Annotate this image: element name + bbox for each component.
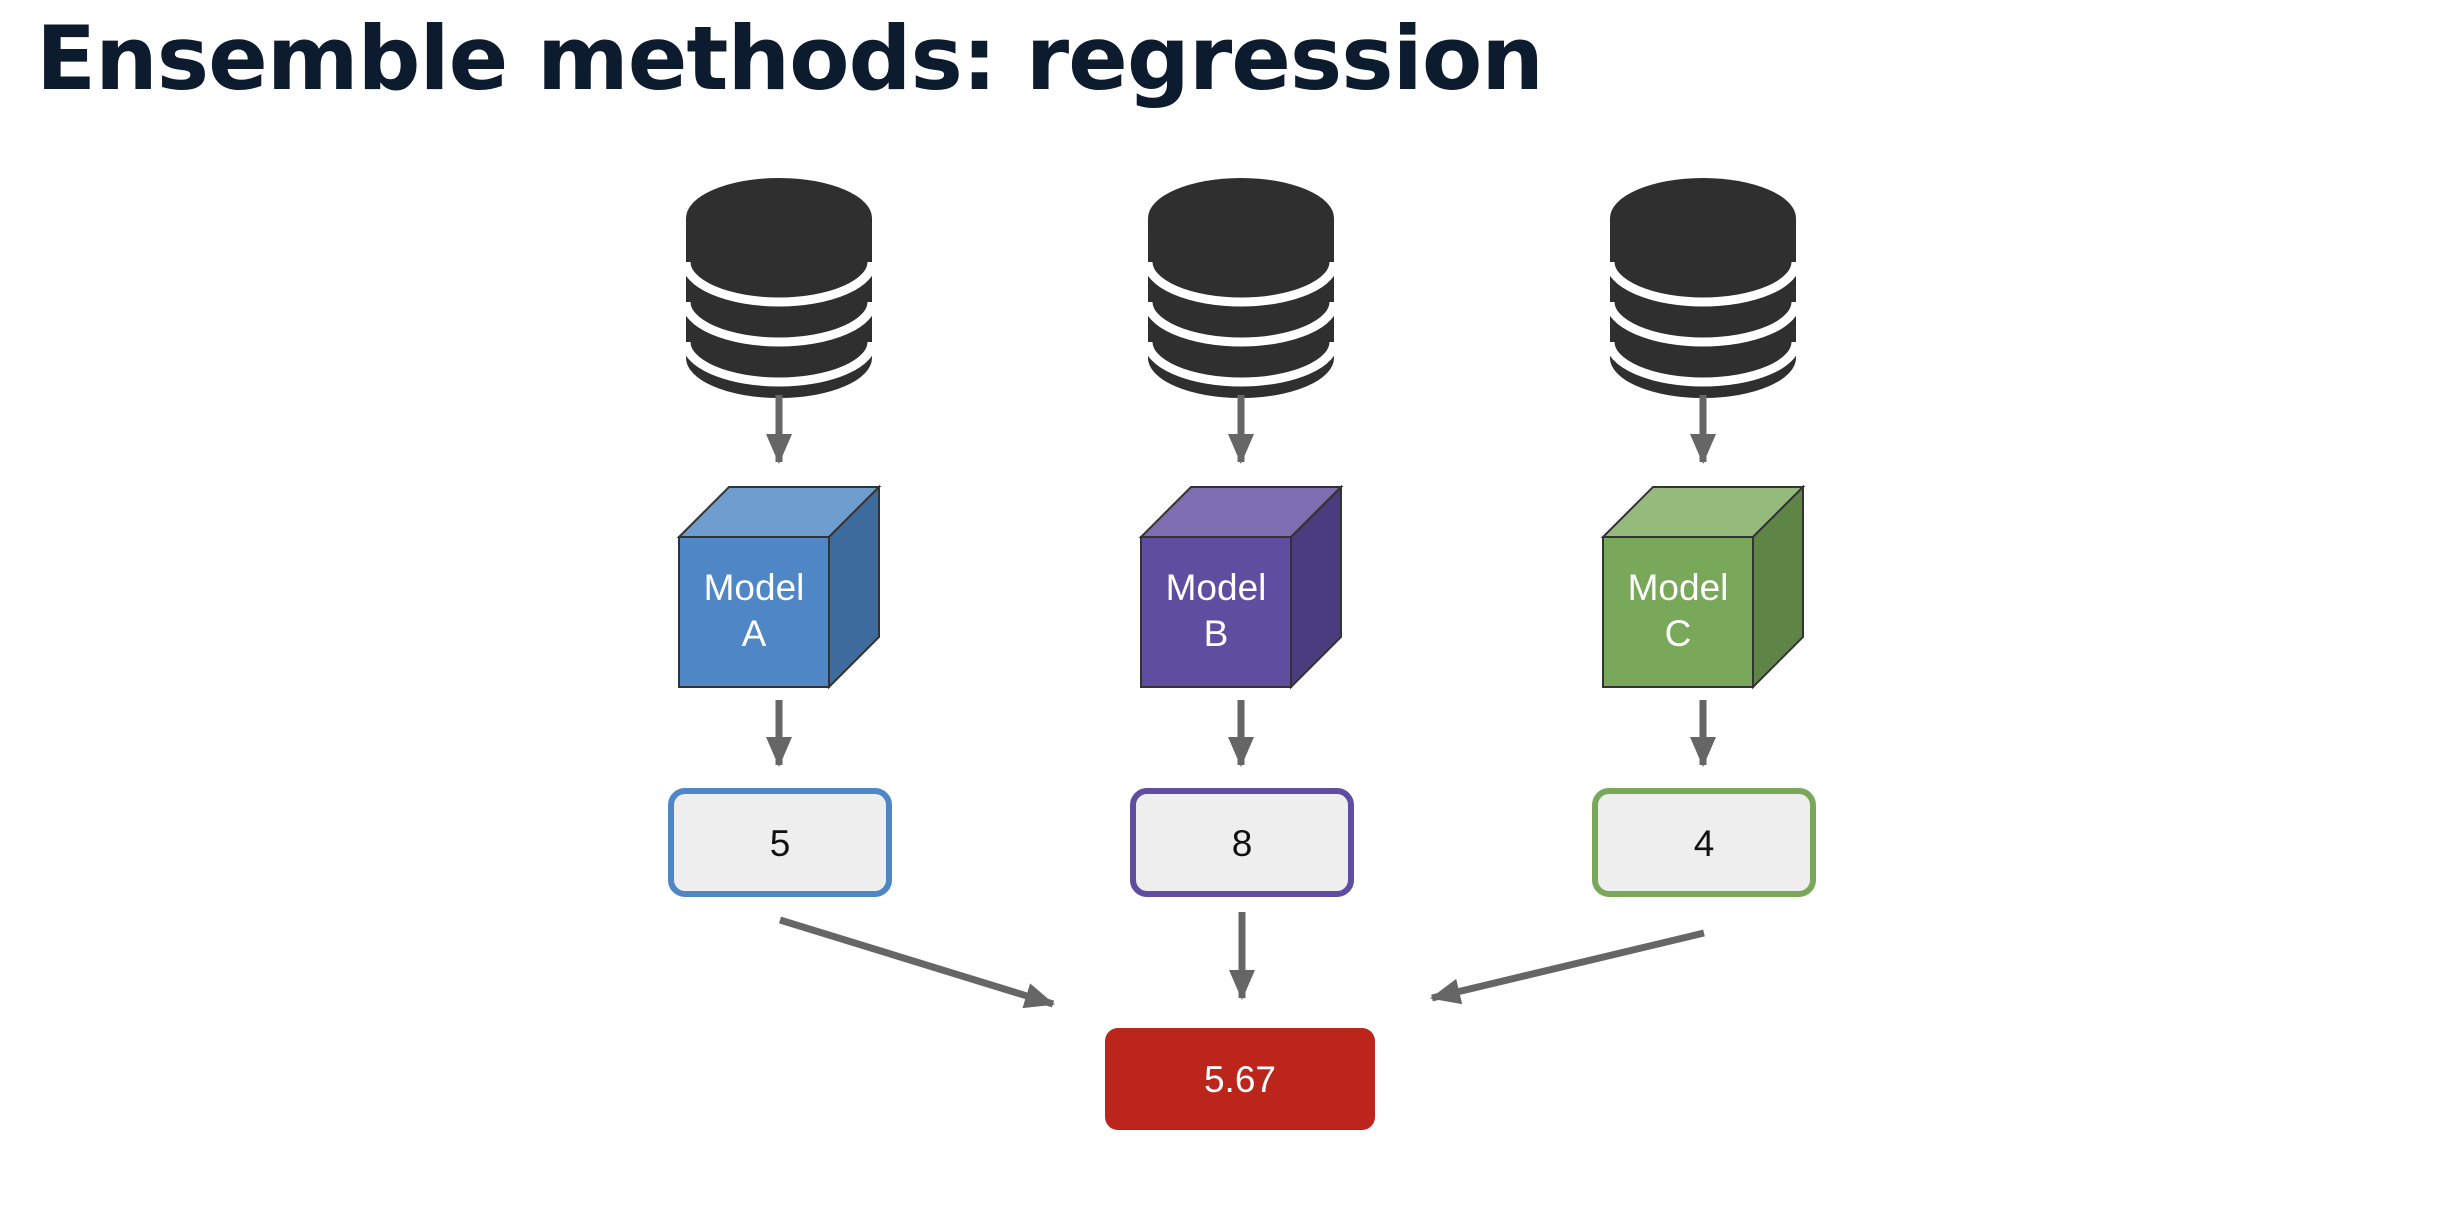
model-name-line1: Model [1628, 567, 1729, 608]
result-value: 5.67 [1204, 1059, 1276, 1100]
prediction-box-frame [1592, 788, 1816, 897]
prediction-value: 5 [770, 823, 791, 864]
result-box: 5.67 [1105, 1028, 1375, 1130]
cube-front-face [1602, 536, 1754, 688]
model-a-column: Model A 5 [668, 178, 892, 897]
model-c-column: Model C 4 [1592, 178, 1816, 897]
database-icon [686, 178, 872, 398]
prediction-box-frame [1130, 788, 1354, 897]
cube-front-face [678, 536, 830, 688]
database-icon [1610, 178, 1796, 398]
result-box-frame [1105, 1028, 1375, 1130]
prediction-box: 5 [668, 788, 892, 897]
database-icon [1148, 178, 1334, 398]
cube-front-face [1140, 536, 1292, 688]
prediction-box-frame [668, 788, 892, 897]
cube-icon: Model A [676, 484, 882, 690]
model-name-line1: Model [704, 567, 805, 608]
model-name-line1: Model [1166, 567, 1267, 608]
model-name-line2: C [1665, 613, 1692, 654]
cube-icon: Model C [1600, 484, 1806, 690]
prediction-value: 8 [1232, 823, 1253, 864]
arrow-icon [778, 916, 1055, 1009]
prediction-box: 4 [1592, 788, 1816, 897]
prediction-value: 4 [1694, 823, 1715, 864]
prediction-box: 8 [1130, 788, 1354, 897]
model-name-line2: A [742, 613, 767, 654]
cube-icon: Model B [1138, 484, 1344, 690]
model-name-line2: B [1204, 613, 1229, 654]
model-b-column: Model B 8 [1130, 178, 1354, 897]
arrow-icon [1430, 929, 1705, 1005]
slide-title: Ensemble methods: regression [36, 7, 1544, 110]
